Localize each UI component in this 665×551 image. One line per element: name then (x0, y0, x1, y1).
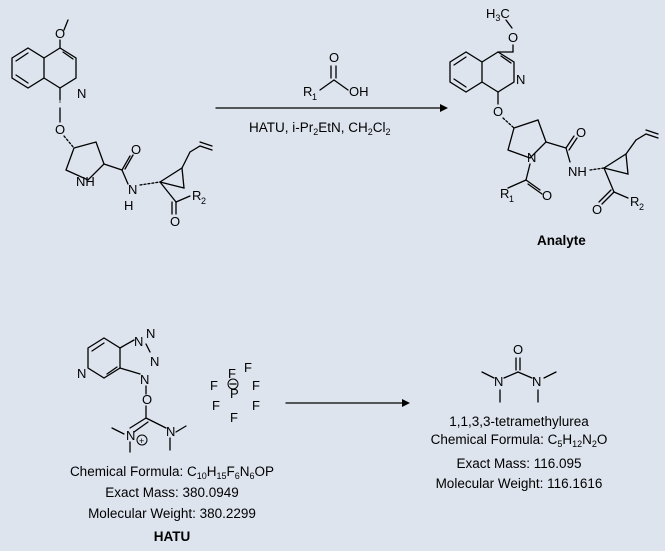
atom-r-sub: 2 (639, 202, 644, 212)
charge-plus: + (139, 436, 144, 446)
tmu-mol-weight: Molecular Weight: 116.1616 (436, 476, 603, 491)
atom-o: O (508, 30, 518, 45)
arrowhead-icon (402, 399, 410, 407)
tmu-name: 1,1,3,3-tetramethylurea (449, 414, 589, 429)
atom-n: N (166, 424, 175, 439)
arrowhead-icon (440, 104, 448, 112)
atom-r-sub: 1 (509, 194, 514, 204)
atom-o: O (55, 26, 65, 41)
atom-r: R (192, 188, 201, 203)
pf6-anion: F F F P F F F F (210, 360, 260, 425)
atom-n: N (532, 374, 541, 389)
atom-f: F (230, 410, 238, 425)
atom-n: N (150, 354, 159, 369)
atom-r-sub: 1 (312, 92, 317, 102)
reactant-molecule: O N O NH O N H O R 2 (11, 19, 213, 229)
atom-n: N (77, 86, 86, 101)
hatu-exact-mass: Exact Mass: 380.0949 (105, 485, 239, 500)
atom-f: F (252, 378, 260, 393)
tmu-formula: Chemical Formula: C5H12N2O (431, 432, 608, 449)
reaction-conditions: HATU, i-Pr2EtN, CH2Cl2 (249, 120, 391, 137)
hatu-molecule: N N N N N O N + N (77, 326, 187, 453)
acid-reagent: O R 1 OH (303, 50, 369, 102)
tmu-exact-mass: Exact Mass: 116.095 (456, 456, 581, 471)
hatu-formula: Chemical Formula: C10H15F6N6OP (70, 464, 274, 481)
atom-n: N (128, 182, 137, 197)
atom-nh: NH (76, 174, 95, 189)
atom-o: O (329, 50, 339, 65)
atom-f: F (252, 398, 260, 413)
atom-o: O (55, 122, 65, 137)
hatu-mol-weight: Molecular Weight: 380.2299 (88, 506, 256, 521)
tmu-molecule: O N N (481, 342, 557, 403)
atom-o: O (576, 125, 586, 140)
atom-r: R (630, 194, 639, 209)
atom-o: O (542, 188, 552, 203)
atom-o: O (513, 342, 523, 357)
hatu-label: HATU (154, 529, 191, 544)
h3c-label: H3C (486, 6, 510, 23)
plus-charge-icon (136, 434, 148, 446)
atom-nh: NH (568, 164, 587, 179)
atom-o: O (493, 104, 503, 119)
atom-oh: OH (349, 84, 369, 99)
atom-n: N (527, 150, 536, 165)
atom-o: O (592, 202, 602, 217)
atom-n: N (140, 372, 149, 387)
atom-r-sub: 2 (201, 196, 206, 206)
atom-p: P (230, 386, 239, 401)
atom-r: R (303, 84, 312, 99)
atom-n: N (134, 334, 143, 349)
atom-n: N (494, 374, 503, 389)
atom-f: F (210, 378, 218, 393)
atom-n: N (146, 326, 155, 341)
atom-o: O (142, 392, 152, 407)
atom-f: F (244, 360, 252, 375)
atom-f: F (212, 398, 220, 413)
atom-f: F (228, 366, 236, 381)
product-label: Analyte (537, 233, 586, 248)
atom-r: R (500, 186, 509, 201)
atom-h: H (124, 198, 133, 213)
atom-o: O (131, 142, 141, 157)
atom-o: O (170, 214, 180, 229)
product-molecule: H3C O N O N R 1 O O NH (449, 6, 659, 217)
minus-charge-icon (227, 378, 239, 390)
atom-n: N (516, 72, 525, 87)
atom-n: N (77, 366, 86, 381)
atom-n: N (126, 428, 135, 443)
